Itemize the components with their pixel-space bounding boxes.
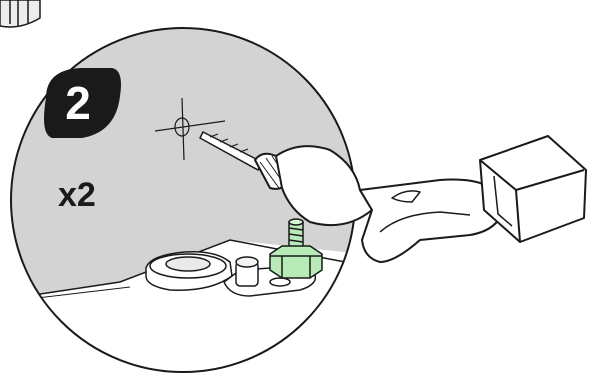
drill-icon [199, 131, 587, 263]
step-badge [44, 68, 121, 138]
cabinet-edge-icon [0, 0, 41, 28]
crosshair-icon [154, 97, 226, 161]
nut-icon [269, 245, 323, 279]
quantity-label: x2 [58, 176, 96, 214]
wall-anchor-icon [145, 250, 317, 297]
step-number: 2 [65, 77, 91, 129]
